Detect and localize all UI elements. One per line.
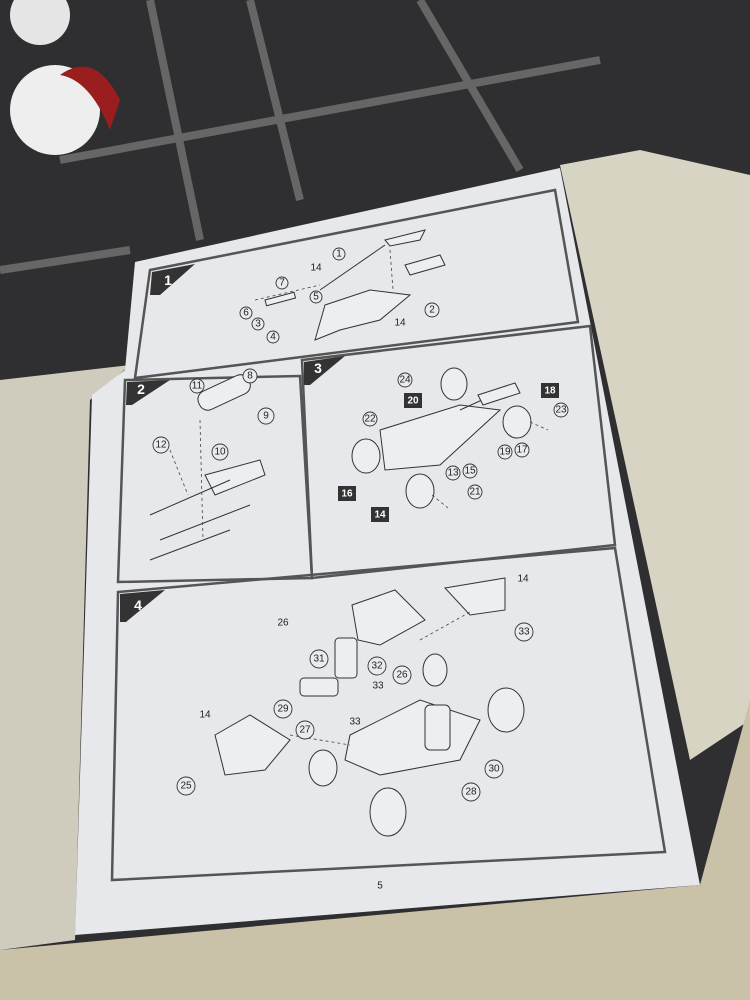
blanket-stripes xyxy=(0,0,601,274)
svg-text:30: 30 xyxy=(488,764,500,775)
step-4-badge: 4 xyxy=(120,590,165,622)
step-4-body-drawing xyxy=(214,577,525,837)
svg-text:4: 4 xyxy=(134,597,142,613)
svg-text:4: 4 xyxy=(270,332,276,343)
svg-text:3: 3 xyxy=(314,360,322,376)
svg-text:6: 6 xyxy=(243,308,249,319)
svg-text:24: 24 xyxy=(399,375,411,386)
svg-text:14: 14 xyxy=(374,510,386,521)
svg-text:32: 32 xyxy=(371,661,383,672)
ornament xyxy=(10,0,120,155)
svg-text:14: 14 xyxy=(310,263,322,274)
svg-text:33: 33 xyxy=(349,717,361,728)
svg-text:23: 23 xyxy=(555,405,567,416)
step-3-panel xyxy=(300,324,617,580)
svg-text:28: 28 xyxy=(465,787,477,798)
step-4-part-labels: 14 33 26 31 32 26 33 29 27 33 14 25 30 2… xyxy=(176,574,534,802)
step-3-wheels-drawing xyxy=(351,367,549,509)
light-cloth-bottom xyxy=(0,700,750,1000)
svg-text:25: 25 xyxy=(180,781,192,792)
light-cloth-left xyxy=(0,365,130,950)
svg-text:2: 2 xyxy=(137,381,145,397)
svg-text:22: 22 xyxy=(364,414,376,425)
svg-text:21: 21 xyxy=(469,487,481,498)
svg-text:7: 7 xyxy=(279,278,285,289)
step-1-badge: 1 xyxy=(150,264,195,295)
svg-text:16: 16 xyxy=(341,489,353,500)
svg-text:29: 29 xyxy=(277,704,289,715)
svg-text:18: 18 xyxy=(544,386,556,397)
step-3-badge: 3 xyxy=(304,356,345,385)
svg-text:17: 17 xyxy=(516,445,528,456)
svg-text:31: 31 xyxy=(313,654,325,665)
svg-text:14: 14 xyxy=(199,710,211,721)
svg-text:12: 12 xyxy=(155,440,167,451)
svg-text:15: 15 xyxy=(464,466,476,477)
svg-text:26: 26 xyxy=(277,618,289,629)
svg-text:26: 26 xyxy=(396,670,408,681)
svg-text:27: 27 xyxy=(299,725,311,736)
step-1-chassis-drawing xyxy=(254,229,446,341)
svg-text:8: 8 xyxy=(247,371,253,382)
svg-text:1: 1 xyxy=(336,249,342,260)
svg-text:5: 5 xyxy=(313,292,319,303)
svg-text:13: 13 xyxy=(447,468,459,479)
step-2-badge: 2 xyxy=(126,380,170,405)
step-1-panel xyxy=(133,188,580,380)
step-1-part-labels: 1 14 7 5 6 3 2 14 4 xyxy=(239,247,440,344)
light-cloth-right xyxy=(560,150,750,760)
svg-text:1: 1 xyxy=(164,272,172,288)
svg-text:9: 9 xyxy=(263,411,269,422)
step-4-panel xyxy=(110,546,667,882)
svg-text:11: 11 xyxy=(192,381,203,392)
step-3-part-labels: 24 20 18 22 23 19 17 13 15 21 16 14 xyxy=(338,372,569,522)
step-2-part-labels: 11 8 9 12 10 xyxy=(152,368,275,461)
page-number: 5 xyxy=(377,881,383,892)
svg-text:33: 33 xyxy=(372,681,384,692)
svg-text:33: 33 xyxy=(518,627,530,638)
svg-text:10: 10 xyxy=(214,447,226,458)
svg-text:14: 14 xyxy=(517,574,529,585)
svg-text:20: 20 xyxy=(407,396,419,407)
svg-text:19: 19 xyxy=(499,447,511,458)
svg-text:2: 2 xyxy=(429,305,435,316)
svg-text:14: 14 xyxy=(394,318,406,329)
svg-text:3: 3 xyxy=(255,319,261,330)
